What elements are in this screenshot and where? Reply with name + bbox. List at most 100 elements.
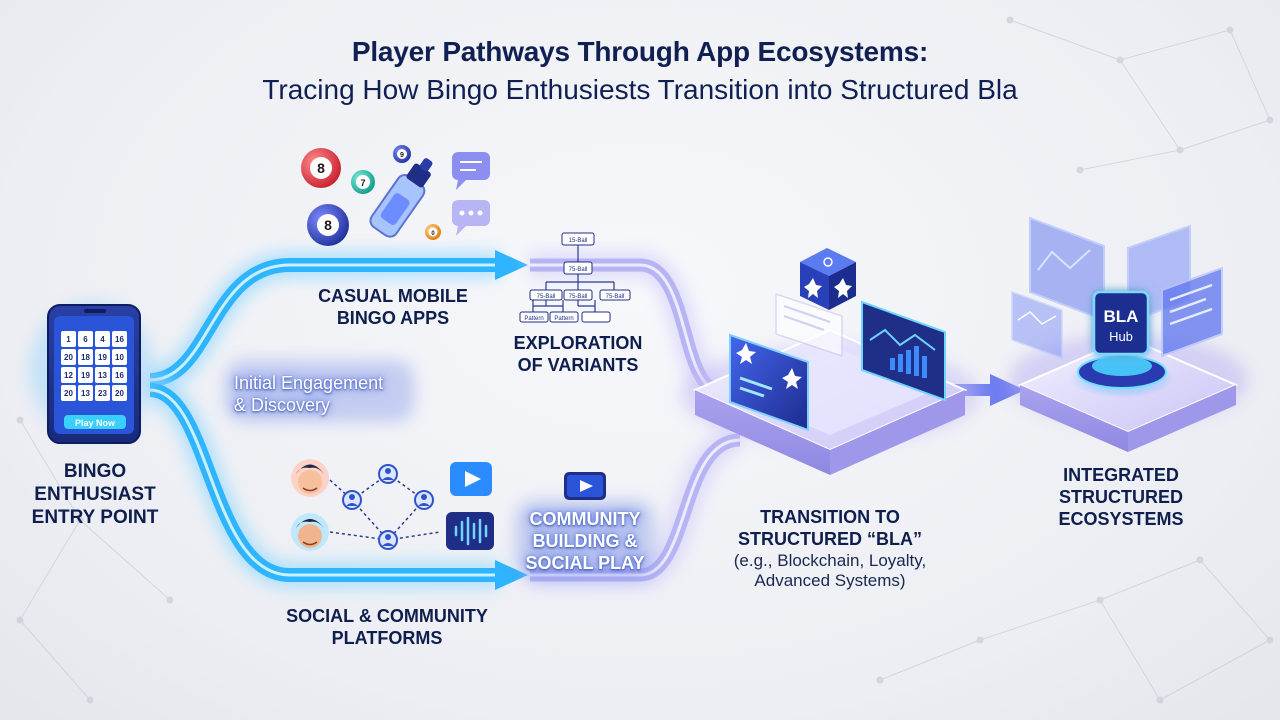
bingo-cell [112,367,127,383]
bingo-cell-number: 10 [115,353,124,362]
bla-hub-icon: BLA Hub [1070,290,1174,398]
initial-engagement-line: & Discovery [234,395,331,415]
tree-node-label: 75-Ball [569,267,588,273]
variants-line: EXPLORATION [513,333,643,353]
hub-subtitle: Hub [1109,329,1133,344]
community-line: COMMUNITY [529,509,641,529]
bingo-cell-number: 12 [64,371,73,380]
tree-node-label: Pattern [554,316,573,322]
bingo-cell [78,385,93,401]
bingo-cell-number: 19 [81,371,90,380]
entry-label-line: BINGO [63,461,127,482]
bingo-cell [112,331,127,347]
play-now-label: Play Now [75,418,116,428]
bingo-cell-number: 18 [81,353,90,362]
chat-dots-icon [452,200,490,236]
transition-label: TRANSITION TO STRUCTURED “BLA” [710,506,950,550]
integrated-label: INTEGRATED STRUCTURED ECOSYSTEMS [1040,464,1202,530]
entry-label-line: ENTHUSIAST [34,484,156,505]
user-node-icon [342,490,362,510]
tree-node [581,311,611,323]
bingo-cell [95,367,110,383]
bingo-cell [95,331,110,347]
tree-node [529,289,563,301]
side-screen-small-icon [1011,290,1063,360]
transition-subline: Advanced Systems) [754,571,906,590]
user-node-icon [378,464,398,484]
social-platforms-label: SOCIAL & COMMUNITY PLATFORMS [262,605,512,649]
bingo-cell-number: 20 [64,389,73,398]
community-line: SOCIAL PLAY [525,553,645,573]
tree-node [599,289,631,301]
tree-node-label: Pattern [524,316,543,322]
tree-node-label: 75-Ball [537,294,556,300]
bingo-cell [95,385,110,401]
initial-engagement-line: Initial Engagement [234,373,384,393]
play-now-button[interactable] [64,415,126,429]
casual-apps-line: CASUAL MOBILE [318,286,468,306]
bingo-cell [78,331,93,347]
ball-number: 8 [317,160,325,176]
casual-apps-label: CASUAL MOBILE BINGO APPS [300,285,486,329]
user-node-icon [378,530,398,550]
bingo-cell-number: 20 [64,353,73,362]
page-title: Player Pathways Through App Ecosystems: [351,36,929,67]
social-platforms-line: SOCIAL & COMMUNITY [286,606,488,626]
community-label: COMMUNITY BUILDING & SOCIAL PLAY [515,508,655,574]
side-screen-right-icon [1127,224,1223,358]
flow-path-upper [148,250,528,393]
bingo-cell [61,367,76,383]
bingo-cell-number: 13 [98,371,107,380]
transition-subline: (e.g., Blockchain, Loyalty, [733,551,927,570]
user-node-icon [414,490,434,510]
bingo-dauber-icon [369,158,433,238]
transition-line: TRANSITION TO [760,507,900,527]
flow-arrowhead-lower [495,560,528,590]
entry-label: BINGO ENTHUSIAST ENTRY POINT [20,460,170,529]
bingo-cell [61,349,76,365]
ball-number: 7 [360,178,365,188]
integrated-line: INTEGRATED [1063,465,1179,485]
variants-line: OF VARIANTS [517,355,639,375]
background-network [16,16,1274,704]
bingo-cell-number: 19 [98,353,107,362]
bingo-cell [78,367,93,383]
tree-node [563,289,593,301]
bingo-cell-number: 20 [115,389,124,398]
bingo-cell-number: 23 [98,389,107,398]
tree-node [519,311,549,323]
flow-path-lower [148,377,528,590]
tree-node-label: 75-Ball [569,294,588,300]
bingo-cell-number: 16 [115,371,124,380]
flow-arrowhead-integrated [990,374,1025,406]
tree-node [563,261,593,275]
bingo-cell [61,385,76,401]
document-panel-icon [775,292,843,358]
integrated-line: ECOSYSTEMS [1058,509,1184,529]
bingo-cell [61,331,76,347]
bingo-cell [112,349,127,365]
casual-apps-line: BINGO APPS [336,308,450,328]
ball-number: 8 [324,217,332,233]
initial-engagement-label: Initial Engagement & Discovery [234,372,434,416]
community-play-icon [564,472,606,500]
bingo-cell-number: 16 [115,335,124,344]
loyalty-card-icon [729,333,809,432]
bingo-cell-number: 4 [100,335,105,344]
bingo-cell-number: 1 [66,335,71,344]
ball-number: 9 [400,152,404,159]
bingo-cell [112,385,127,401]
blockchain-cube-icon [800,248,856,310]
bingo-cell-number: 6 [83,335,88,344]
entry-label-line: ENTRY POINT [31,507,159,528]
transition-sublabel: (e.g., Blockchain, Loyalty, Advanced Sys… [700,551,960,591]
social-platforms-line: PLATFORMS [331,628,443,648]
bingo-cell [95,349,110,365]
analytics-screen-icon [861,300,946,402]
audio-waveform-icon [446,512,494,550]
transition-line: STRUCTURED “BLA” [738,529,922,549]
flow-arrowhead-upper [495,250,528,280]
page-subtitle: Tracing How Bingo Enthusiests Transition… [262,74,1018,105]
initial-engagement-glow-pad [225,360,415,422]
